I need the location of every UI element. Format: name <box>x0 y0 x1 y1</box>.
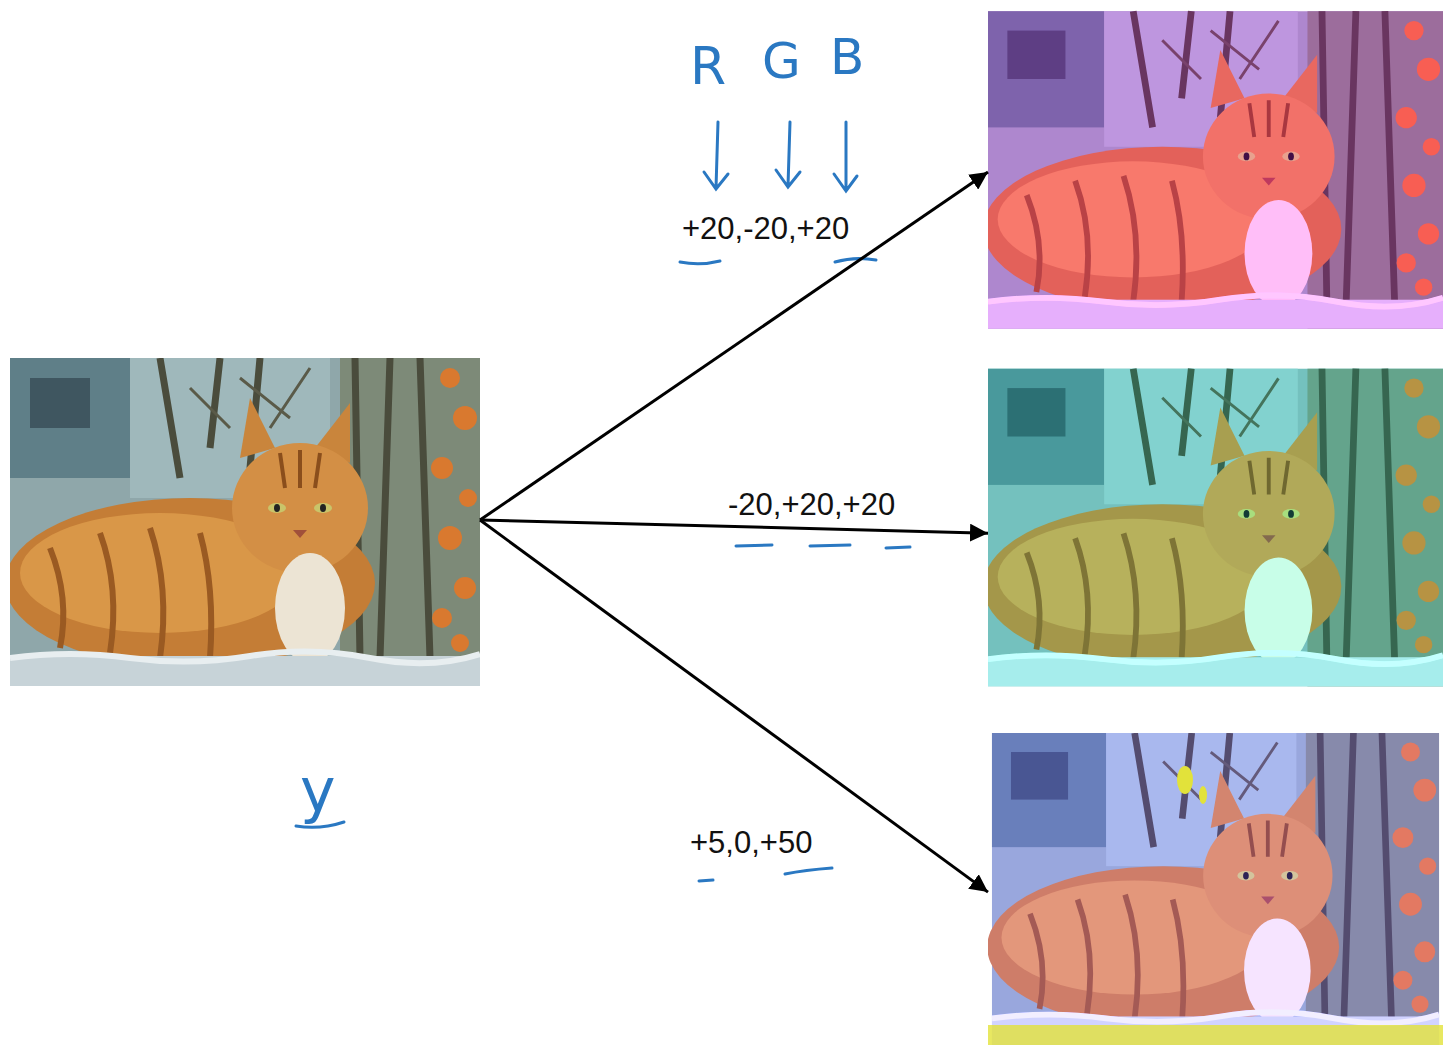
arrow-connector <box>480 520 988 892</box>
image-box <box>988 5 1443 335</box>
cat-photo <box>987 733 1439 1045</box>
edge-label: +20,-20,+20 <box>680 212 851 246</box>
cat-photo <box>5 358 480 686</box>
handwritten-label: G <box>762 36 801 86</box>
yellow-blotch <box>988 766 1443 1045</box>
cat-photo <box>983 369 1443 687</box>
image-box <box>10 358 480 686</box>
hand-arrows <box>704 122 857 191</box>
image-box <box>988 362 1443 693</box>
cat-photo <box>983 11 1443 329</box>
arrow-connector <box>480 172 988 520</box>
edge-label: +5,0,+50 <box>688 826 814 860</box>
edge-label: -20,+20,+20 <box>726 488 897 522</box>
handwritten-label: y <box>300 760 336 820</box>
handwritten-label: R <box>690 40 726 92</box>
handwritten-label: B <box>830 32 864 82</box>
hand-underlines <box>296 258 910 881</box>
image-box <box>988 733 1443 1045</box>
